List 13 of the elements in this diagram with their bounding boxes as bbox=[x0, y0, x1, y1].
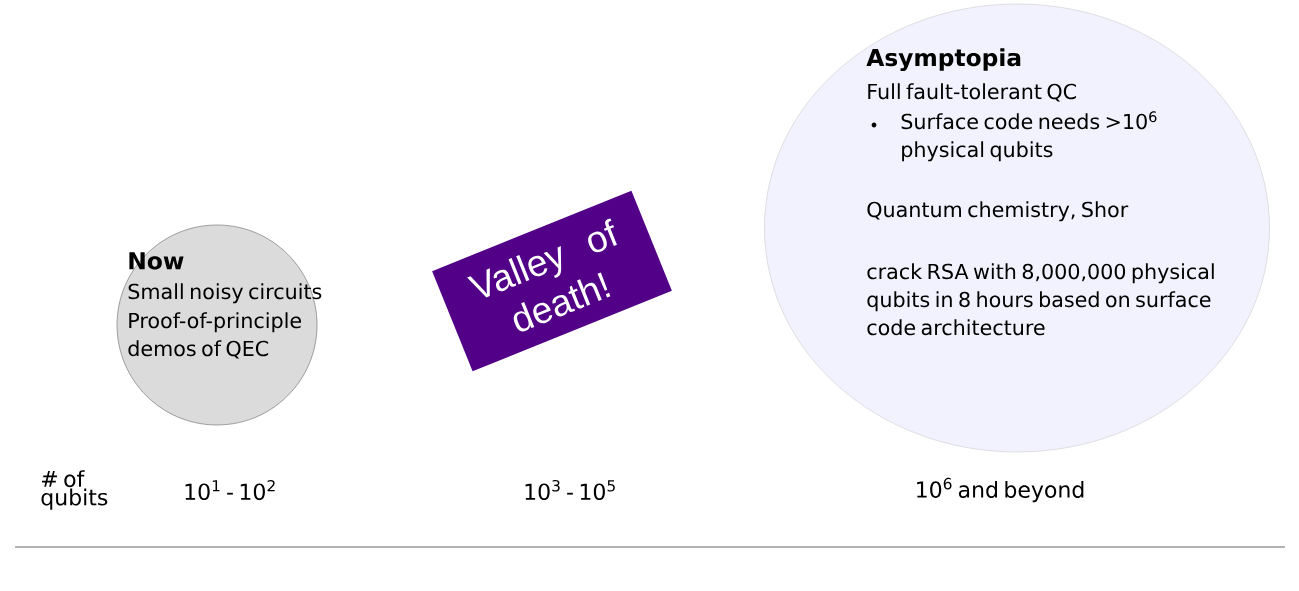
body-text: Quantum chemistry, Shor bbox=[867, 201, 1129, 222]
heading: Now bbox=[129, 252, 184, 270]
body-text: Full fault-tolerant QC bbox=[868, 83, 1076, 102]
banner: Valley of death! bbox=[432, 190, 672, 372]
axis-label: 10$^{1}$ - 10$^{2}$ bbox=[185, 479, 275, 501]
body-text: Proof-of-principle demos of QEC bbox=[128, 312, 301, 359]
axis-label: # of qubits bbox=[41, 470, 108, 510]
axis-label: 10$^{3}$ - 10$^{5}$ bbox=[525, 479, 615, 501]
heading: Asymptopia bbox=[866, 48, 1021, 71]
body-text: crack RSA with 8,000,000 physical qubits in 8 hours based on surface code architecture bbox=[867, 263, 1214, 336]
body-text: Small noisy circuits bbox=[128, 283, 322, 304]
body-text: Surface code needs >10$^{6}$ physical qubits bbox=[901, 111, 1157, 162]
axis-label: 10$^{6}$ and beyond bbox=[917, 477, 1084, 503]
